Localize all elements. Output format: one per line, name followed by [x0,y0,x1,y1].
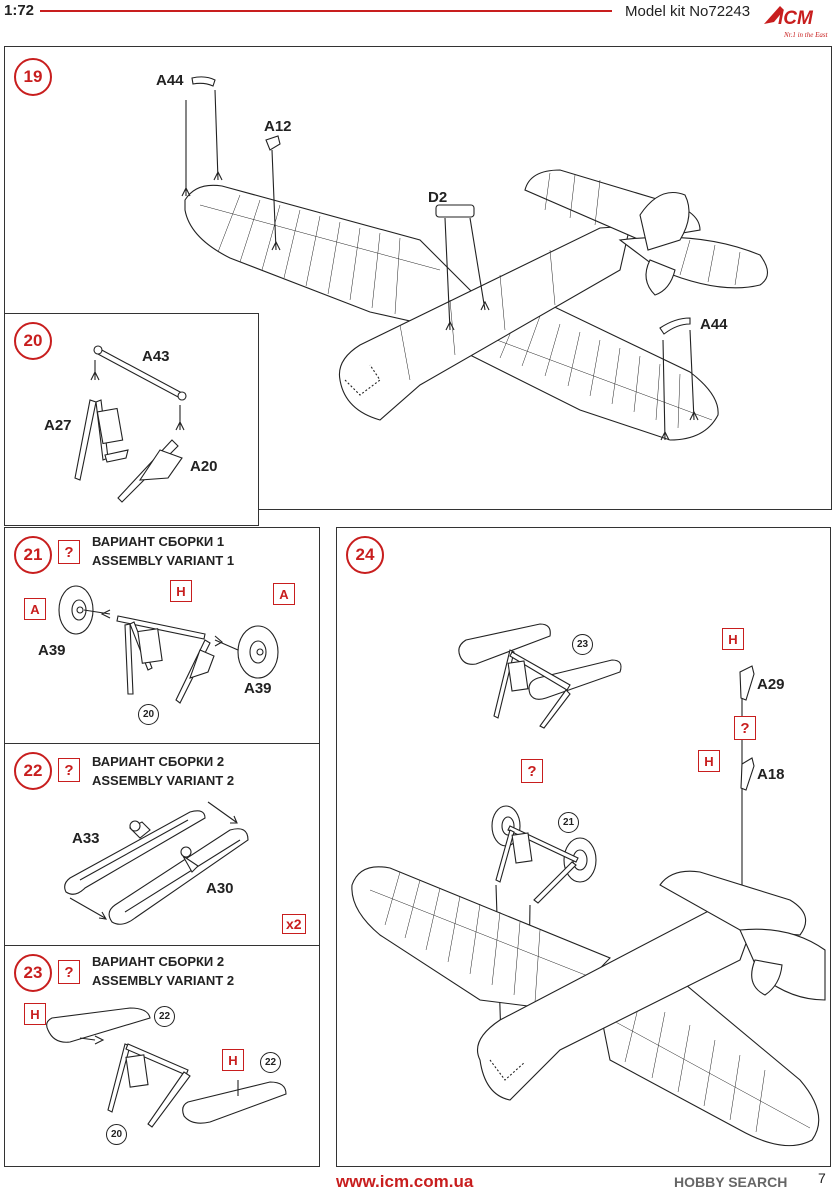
color-box-h: H [170,580,192,602]
page-number: 7 [818,1170,826,1186]
label-a27: A27 [44,417,72,434]
scale-label: 1:72 [4,2,35,19]
question-icon: ? [58,758,80,782]
multiplier-badge: x2 [282,914,306,934]
ref-step-22-b: 22 [260,1052,281,1073]
step-22-title-ru: ВАРИАНТ СБОРКИ 2 [92,754,225,769]
label-a44-right: A44 [700,316,728,333]
step-23-number: 23 [14,954,52,992]
label-a20: A20 [190,458,218,475]
svg-text:Nr.1 in the East: Nr.1 in the East [783,31,829,39]
label-a39-right: A39 [244,680,272,697]
kit-number: Model kit No72243 [625,3,751,20]
label-d2: D2 [428,189,448,206]
step-21-number: 21 [14,536,52,574]
question-icon: ? [521,759,543,783]
label-a12: A12 [264,118,292,135]
color-box-a-left: A [24,598,46,620]
step-24-drawing [351,623,826,1147]
ref-step-21: 21 [558,812,579,833]
color-box-a-right: A [273,583,295,605]
color-box-h-left: H [24,1003,46,1025]
question-icon: ? [734,716,756,740]
step-19-aircraft [181,76,769,441]
step-22-title: ВАРИАНТ СБОРКИ 2 ASSEMBLY VARIANT 2 [92,752,234,790]
question-icon: ? [58,960,80,984]
color-box-h-a18: H [698,750,720,772]
step-23-title-en: ASSEMBLY VARIANT 2 [92,973,235,988]
step-22-drawing [64,801,249,925]
label-a29: A29 [757,676,785,693]
step-19-number: 19 [14,58,52,96]
watermark: HOBBY SEARCH [674,1174,788,1190]
svg-text:ICM: ICM [778,8,814,29]
website-link[interactable]: www.icm.com.ua [336,1172,474,1191]
color-box-h-a29: H [722,628,744,650]
step-22-panel [4,743,320,947]
ref-step-22-a: 22 [154,1006,175,1027]
label-a33: A33 [72,830,100,847]
step-21-title-ru: ВАРИАНТ СБОРКИ 1 [92,534,225,549]
label-a30: A30 [206,880,234,897]
step-20-number: 20 [14,322,52,360]
step-22-title-en: ASSEMBLY VARIANT 2 [92,773,235,788]
step-23-title: ВАРИАНТ СБОРКИ 2 ASSEMBLY VARIANT 2 [92,952,234,990]
icm-logo: ICM Nr.1 in the East [758,0,832,44]
step-21-title-en: ASSEMBLY VARIANT 1 [92,553,235,568]
ref-step-20: 20 [106,1124,127,1145]
step-21-title: ВАРИАНТ СБОРКИ 1 ASSEMBLY VARIANT 1 [92,532,234,570]
ref-step-23: 23 [572,634,593,655]
step-21-drawing [58,585,279,704]
step-24-number: 24 [346,536,384,574]
header-rule [40,10,612,12]
ref-step-20: 20 [138,704,159,725]
step-23-title-ru: ВАРИАНТ СБОРКИ 2 [92,954,225,969]
label-a43: A43 [142,348,170,365]
label-a18: A18 [757,766,785,783]
step-20-parts [74,345,187,503]
question-icon: ? [58,540,80,564]
step-22-number: 22 [14,752,52,790]
step-23-drawing [46,1007,287,1128]
label-a44-top: A44 [156,72,184,89]
color-box-h-right: H [222,1049,244,1071]
label-a39-left: A39 [38,642,66,659]
